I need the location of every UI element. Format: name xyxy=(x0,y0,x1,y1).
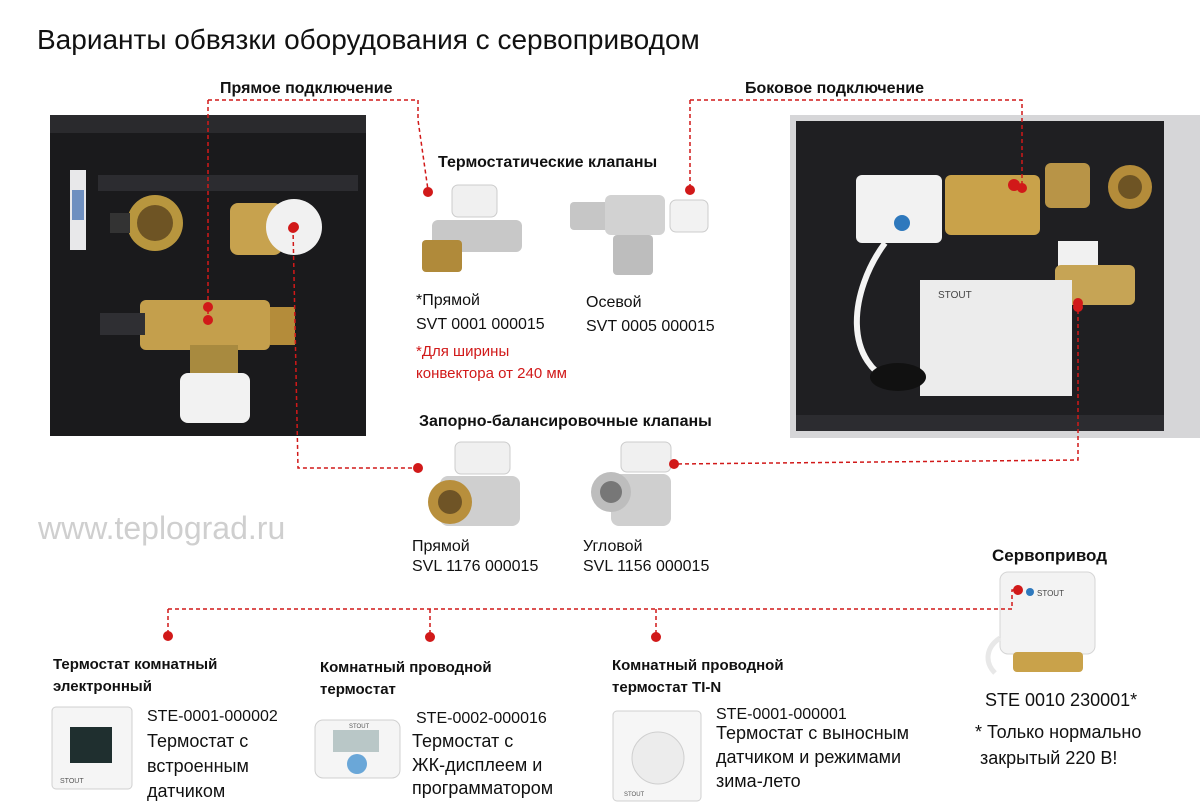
servo-brand: STOUT xyxy=(1037,589,1064,598)
direct-thermo-valve-name: *Прямой xyxy=(416,292,480,309)
angle-balancing-valve-image xyxy=(586,440,681,532)
thermostat1-desc3: датчиком xyxy=(147,781,226,801)
marker-thermostat2 xyxy=(425,632,435,642)
marker-left-lower xyxy=(203,315,213,325)
thermostat1-code: STE-0001-000002 xyxy=(147,708,278,725)
thermostat2-desc1: Термостат с xyxy=(412,731,514,751)
thermostat3-desc3: зима-лето xyxy=(716,771,801,791)
thermostatic-valves-label: Термостатические клапаны xyxy=(438,154,658,171)
balancing-valves-label: Запорно-балансировочные клапаны xyxy=(419,413,712,430)
angle-balancing-valve-code: SVL 1156 000015 xyxy=(583,558,710,575)
direct-thermo-valve-code: SVT 0001 000015 xyxy=(416,316,545,333)
marker-right-lower xyxy=(1073,298,1083,308)
width-note-line1: *Для ширины xyxy=(416,343,510,360)
thermostat3-desc2: датчиком и режимами xyxy=(716,747,902,767)
watermark: www.teplograd.ru xyxy=(38,510,286,546)
side-connection-label: Боковое подключение xyxy=(745,80,924,97)
thermostat3-title2: термостат TI-N xyxy=(612,679,722,696)
thermostat3-desc1: Термостат с выносным xyxy=(716,723,909,743)
thermostat3-image: STOUT xyxy=(610,708,705,804)
marker-right-upper xyxy=(1017,183,1027,193)
angle-balancing-valve-name: Угловой xyxy=(583,538,643,555)
marker-direct-valve xyxy=(423,187,433,197)
thermostat2-code: STE-0002-000016 xyxy=(416,710,547,727)
marker-left-upper xyxy=(288,223,298,233)
marker-servo xyxy=(1013,585,1023,595)
width-note-line2: конвектора от 240 мм xyxy=(416,365,567,382)
direct-connection-label: Прямое подключение xyxy=(220,80,393,97)
direct-balancing-valve-code: SVL 1176 000015 xyxy=(412,558,539,575)
page-title: Варианты обвязки оборудования с сервопри… xyxy=(37,24,700,55)
axial-thermo-valve-name: Осевой xyxy=(586,294,642,311)
thermostat3-brand: STOUT xyxy=(624,792,645,798)
direct-thermo-valve-image xyxy=(412,180,527,280)
marker-bal-direct xyxy=(413,463,423,473)
thermostat1-title1: Термостат комнатный xyxy=(53,656,218,673)
marker-axial-valve xyxy=(685,185,695,195)
thermostat2-title1: Комнатный проводной xyxy=(320,659,492,676)
thermostat1-desc2: встроенным xyxy=(147,756,249,776)
thermostat2-title2: термостат xyxy=(320,681,396,698)
direct-balancing-valve-image xyxy=(420,440,530,532)
plate-brand: STOUT xyxy=(938,290,972,301)
servo-note-line2: закрытый 220 В! xyxy=(980,748,1118,768)
thermostat2-brand: STOUT xyxy=(349,724,370,730)
thermostat2-image: STOUT xyxy=(313,712,403,782)
thermostat3-title1: Комнатный проводной xyxy=(612,657,784,674)
thermostat1-brand: STOUT xyxy=(60,778,84,785)
side-connection-photo: STOUT xyxy=(790,115,1200,438)
servo-actuator-image: STOUT xyxy=(985,568,1105,678)
axial-thermo-valve-code: SVT 0005 000015 xyxy=(586,318,715,335)
servo-code: STE 0010 230001* xyxy=(985,690,1138,710)
marker-bal-angle xyxy=(669,459,679,469)
thermostat2-desc2: ЖК-дисплеем и xyxy=(412,755,543,775)
marker-thermostat1 xyxy=(163,631,173,641)
axial-thermo-valve-image xyxy=(565,180,713,280)
thermostat1-title2: электронный xyxy=(53,678,152,695)
servo-label: Сервопривод xyxy=(992,546,1108,565)
marker-thermostat3 xyxy=(651,632,661,642)
thermostat3-code: STE-0001-000001 xyxy=(716,706,847,723)
thermostat1-desc1: Термостат с xyxy=(147,731,249,751)
servo-note-line1: * Только нормально xyxy=(975,722,1142,742)
thermostat1-image: STOUT xyxy=(50,705,135,791)
direct-balancing-valve-name: Прямой xyxy=(412,538,470,555)
thermostat2-desc3: программатором xyxy=(412,778,554,798)
